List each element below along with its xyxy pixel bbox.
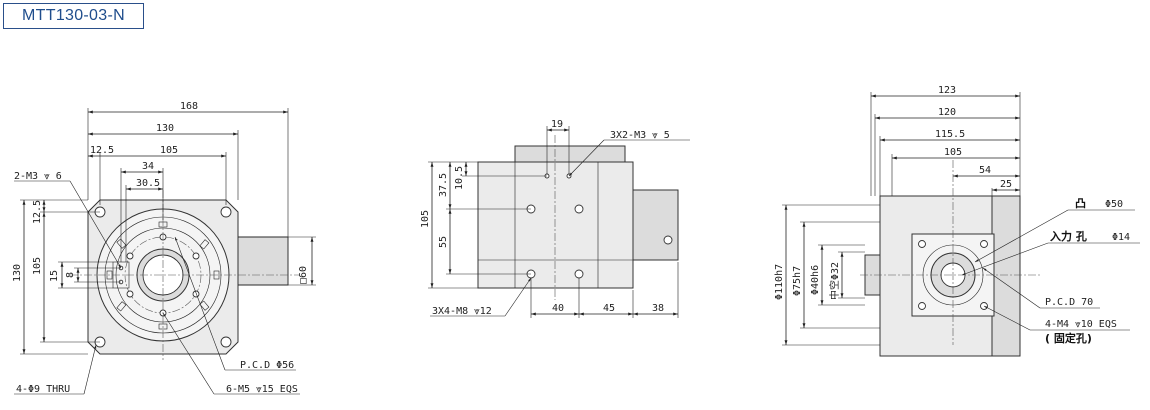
callout-m4: 4-M4 ⩔10 EQS [1045, 319, 1117, 330]
callout-top: 3X2-M3 ⩔ 5 [610, 130, 670, 141]
callout-convex-value: Φ50 [1105, 199, 1123, 210]
svg-text:30.5: 30.5 [136, 178, 160, 189]
right-rear-view: 123 120 115.5 105 54 25 Φ110h7 Φ75h7 [774, 85, 1140, 357]
svg-text:38: 38 [652, 303, 664, 314]
top-flange [514, 145, 626, 165]
callout-m5: 6-M5 ⩔15 EQS [226, 384, 298, 395]
ring-slots [106, 221, 220, 330]
svg-text:105: 105 [32, 257, 43, 275]
svg-text:105: 105 [944, 147, 962, 158]
svg-text:Φ75h7: Φ75h7 [792, 266, 803, 296]
svg-text:12.5: 12.5 [32, 200, 43, 224]
corner-hole [220, 336, 232, 348]
callout-convex: 凸 [1075, 197, 1086, 210]
left-front-view: 168 130 12.5 105 34 30.5 130 12.5 [12, 101, 316, 395]
model-title: MTT130-03-N [3, 3, 144, 29]
svg-text:15: 15 [49, 270, 60, 282]
svg-text:130: 130 [12, 264, 23, 282]
callout-m3: 2-M3 ⩔ 6 [14, 171, 62, 182]
svg-text:54: 54 [979, 165, 991, 176]
svg-text:105: 105 [160, 145, 178, 156]
svg-text:10.5: 10.5 [454, 166, 465, 190]
svg-text:55: 55 [438, 236, 449, 248]
callout-fixing: ( 固定孔) [1045, 331, 1092, 345]
svg-text:45: 45 [603, 303, 615, 314]
svg-text:123: 123 [938, 85, 956, 96]
svg-text:115.5: 115.5 [935, 129, 965, 140]
rear-flange [991, 195, 1021, 357]
svg-text:120: 120 [938, 107, 956, 118]
callout-pcd-70: P.C.D 70 [1045, 297, 1093, 308]
callout-bottom: 3X4-M8 ⩔12 [432, 306, 492, 317]
side-shaft-housing [632, 189, 679, 261]
svg-text:Φ110h7: Φ110h7 [774, 264, 785, 300]
svg-text:12.5: 12.5 [90, 145, 114, 156]
svg-text:40: 40 [552, 303, 564, 314]
svg-text:34: 34 [142, 161, 154, 172]
svg-text:130: 130 [156, 123, 174, 134]
svg-text:Φ40h6: Φ40h6 [810, 265, 821, 295]
side-body [477, 161, 634, 289]
svg-text:8: 8 [65, 272, 76, 278]
svg-text:中空Φ32: 中空Φ32 [828, 262, 841, 300]
svg-text:□60: □60 [298, 266, 309, 284]
callout-pcd: P.C.D Φ56 [240, 360, 294, 371]
side-shaft-box [237, 236, 289, 286]
callout-input: 入力 孔 [1050, 229, 1087, 243]
svg-text:19: 19 [551, 119, 563, 130]
callout-input-value: Φ14 [1112, 232, 1130, 243]
svg-text:37.5: 37.5 [438, 173, 449, 197]
middle-side-view: 19 105 37.5 10.5 55 40 45 38 [420, 119, 690, 318]
corner-hole [220, 206, 232, 218]
callout-thru: 4-Φ9 THRU [16, 384, 70, 395]
svg-text:25: 25 [1000, 179, 1012, 190]
svg-text:105: 105 [420, 210, 431, 228]
svg-text:168: 168 [180, 101, 198, 112]
